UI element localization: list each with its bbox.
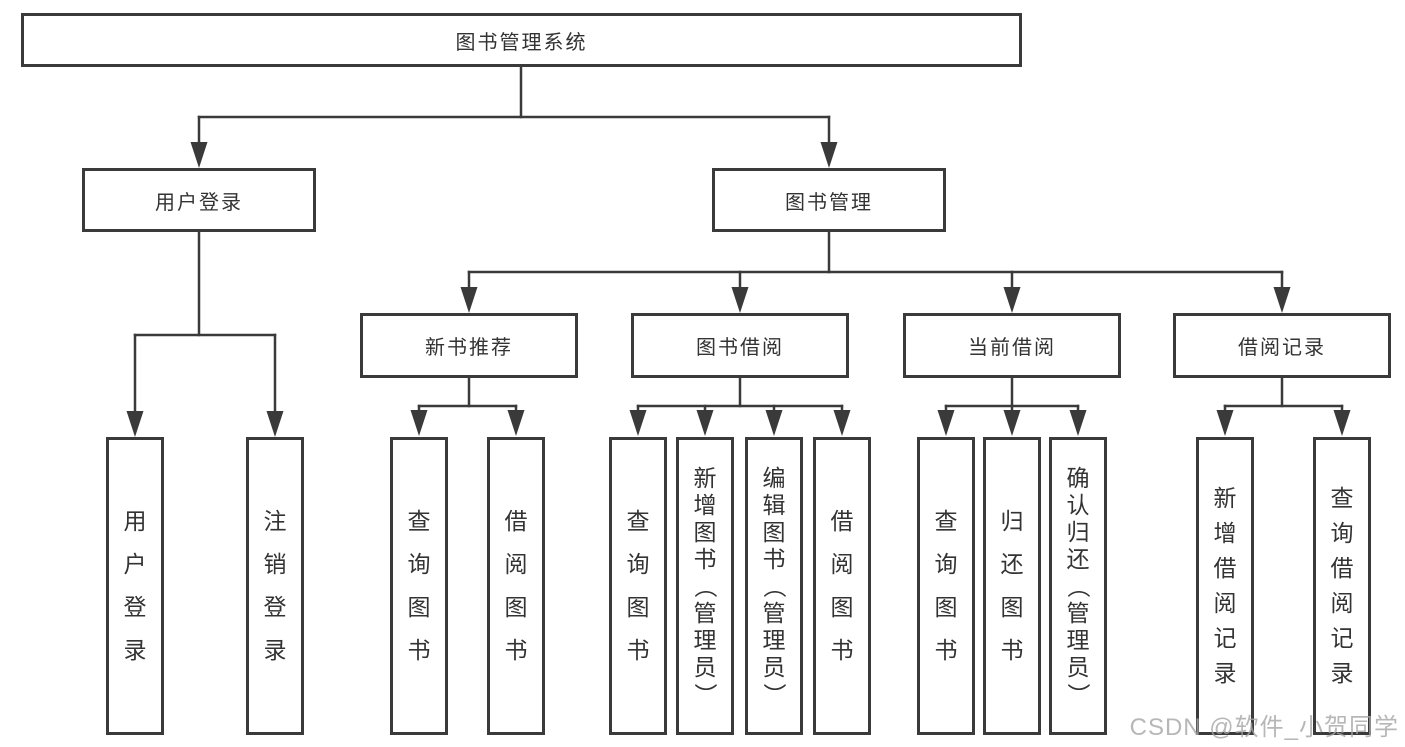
node-label: 新增借阅记录 — [1213, 485, 1237, 686]
node-label: 借阅记录 — [1238, 337, 1326, 359]
node-label: 查询图书 — [626, 508, 650, 663]
node-label: 查询图书 — [934, 508, 958, 663]
node-label: 图书借阅 — [696, 337, 784, 359]
node-borrow-records: 借阅记录 — [1173, 313, 1391, 378]
node-label: 借阅图书 — [504, 508, 528, 663]
node-label: 查询借阅记录 — [1330, 485, 1354, 686]
leaf-query-books-recommend: 查询图书 — [390, 437, 448, 735]
node-label: 图书管理 — [785, 191, 873, 214]
leaf-return-books: 归还图书 — [983, 437, 1041, 735]
leaf-confirm-return-admin: 确认归还（管理员） — [1049, 437, 1107, 735]
node-label: 借阅图书 — [830, 508, 854, 663]
node-label: 注销登录 — [263, 508, 287, 663]
node-label: 新书推荐 — [425, 337, 513, 359]
node-label: 图书管理系统 — [455, 31, 588, 54]
node-current-borrowing: 当前借阅 — [903, 313, 1121, 378]
node-book-borrowing: 图书借阅 — [631, 313, 849, 378]
leaf-edit-book-admin: 编辑图书（管理员） — [745, 437, 803, 735]
leaf-borrow-books-borrow: 借阅图书 — [813, 437, 871, 735]
leaf-borrow-books-recommend: 借阅图书 — [487, 437, 545, 735]
node-label: 查询图书 — [407, 508, 431, 663]
leaf-query-books-current: 查询图书 — [917, 437, 975, 735]
node-label: 确认归还（管理员） — [1065, 464, 1092, 706]
leaf-logout: 注销登录 — [246, 437, 304, 735]
leaf-query-books-borrow: 查询图书 — [609, 437, 667, 735]
node-book-management: 图书管理 — [712, 168, 946, 232]
node-label: 用户登录 — [155, 191, 243, 214]
node-label: 新增图书（管理员） — [692, 464, 719, 706]
node-root-system: 图书管理系统 — [21, 13, 1022, 67]
leaf-query-borrow-record: 查询借阅记录 — [1313, 437, 1371, 735]
node-label: 归还图书 — [1000, 508, 1024, 663]
leaf-add-book-admin: 新增图书（管理员） — [676, 437, 734, 735]
leaf-add-borrow-record: 新增借阅记录 — [1196, 437, 1254, 735]
node-label: 编辑图书（管理员） — [761, 464, 788, 706]
node-label: 用户登录 — [123, 508, 147, 663]
node-user-login: 用户登录 — [82, 168, 316, 232]
node-label: 当前借阅 — [968, 337, 1056, 359]
leaf-user-login: 用户登录 — [106, 437, 164, 735]
watermark: CSDN @软件_小贺同学 — [1129, 714, 1399, 741]
node-new-book-recommend: 新书推荐 — [360, 313, 578, 378]
